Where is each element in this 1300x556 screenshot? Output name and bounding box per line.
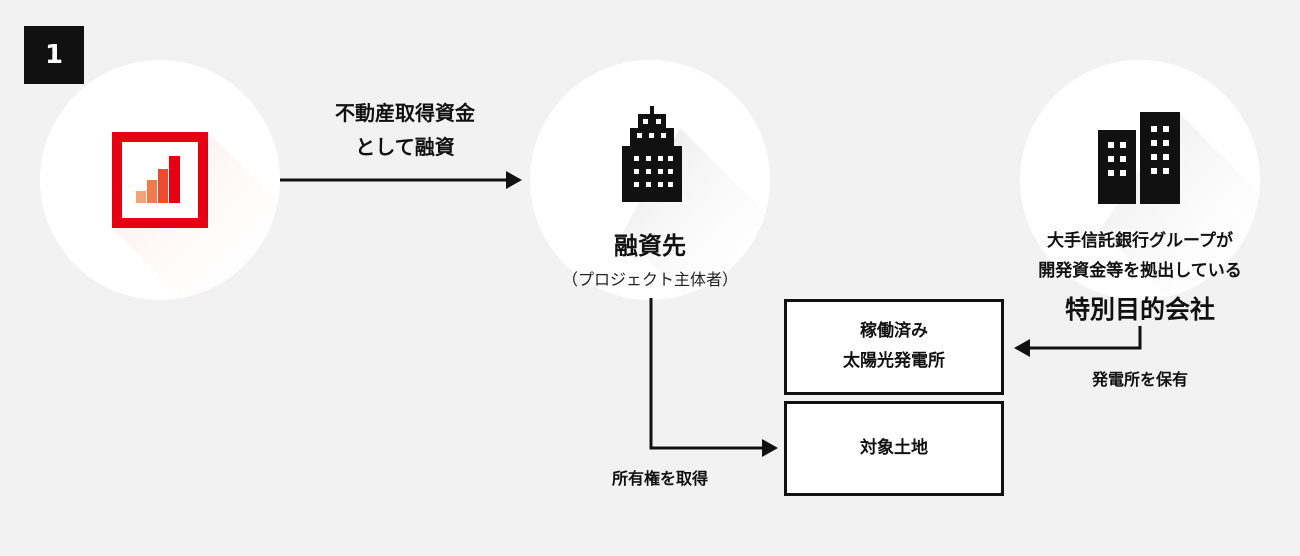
borrower-circle (530, 60, 770, 300)
solar-plant-line2: 太陽光発電所 (843, 351, 945, 371)
buildings-icon (1098, 112, 1180, 204)
land-acquire-arrowhead (762, 439, 778, 457)
borrower-subtitle: （プロジェクト主体者） (561, 270, 738, 289)
financing-label-line1: 不動産取得資金 (335, 101, 475, 125)
target-land-label: 対象土地 (860, 437, 928, 458)
spc-description-line1: 大手信託銀行グループが (1047, 231, 1233, 251)
lender-circle (40, 60, 280, 300)
spc-description-line2: 開発資金等を拠出している (1038, 261, 1242, 281)
financing-label-line2: として融資 (355, 135, 455, 159)
acquire-land-label: 所有権を取得 (611, 469, 708, 488)
land-acquire-connector (649, 298, 764, 450)
target-land-box: 対象土地 (784, 401, 1004, 496)
financing-arrowhead (506, 171, 522, 189)
spc-owns-connector (1028, 326, 1142, 350)
owns-plant-label: 発電所を保有 (1091, 370, 1188, 389)
spc-owns-arrowhead (1014, 339, 1030, 357)
step-number-badge: 1 (24, 26, 84, 84)
spc-name: 特別目的会社 (1064, 295, 1215, 324)
bar-chart-logo-icon (112, 132, 208, 228)
spc-circle (1020, 60, 1260, 300)
spc-shadow (1100, 112, 1260, 300)
financing-label: 不動産取得資金 として融資 (300, 96, 510, 164)
borrower-name: 融資先 (614, 232, 686, 260)
solar-plant-box: 稼働済み 太陽光発電所 (784, 299, 1004, 395)
solar-plant-line1: 稼働済み (860, 321, 928, 342)
spc-description: 大手信託銀行グループが 開発資金等を拠出している (990, 226, 1290, 286)
building-icon (622, 106, 682, 202)
